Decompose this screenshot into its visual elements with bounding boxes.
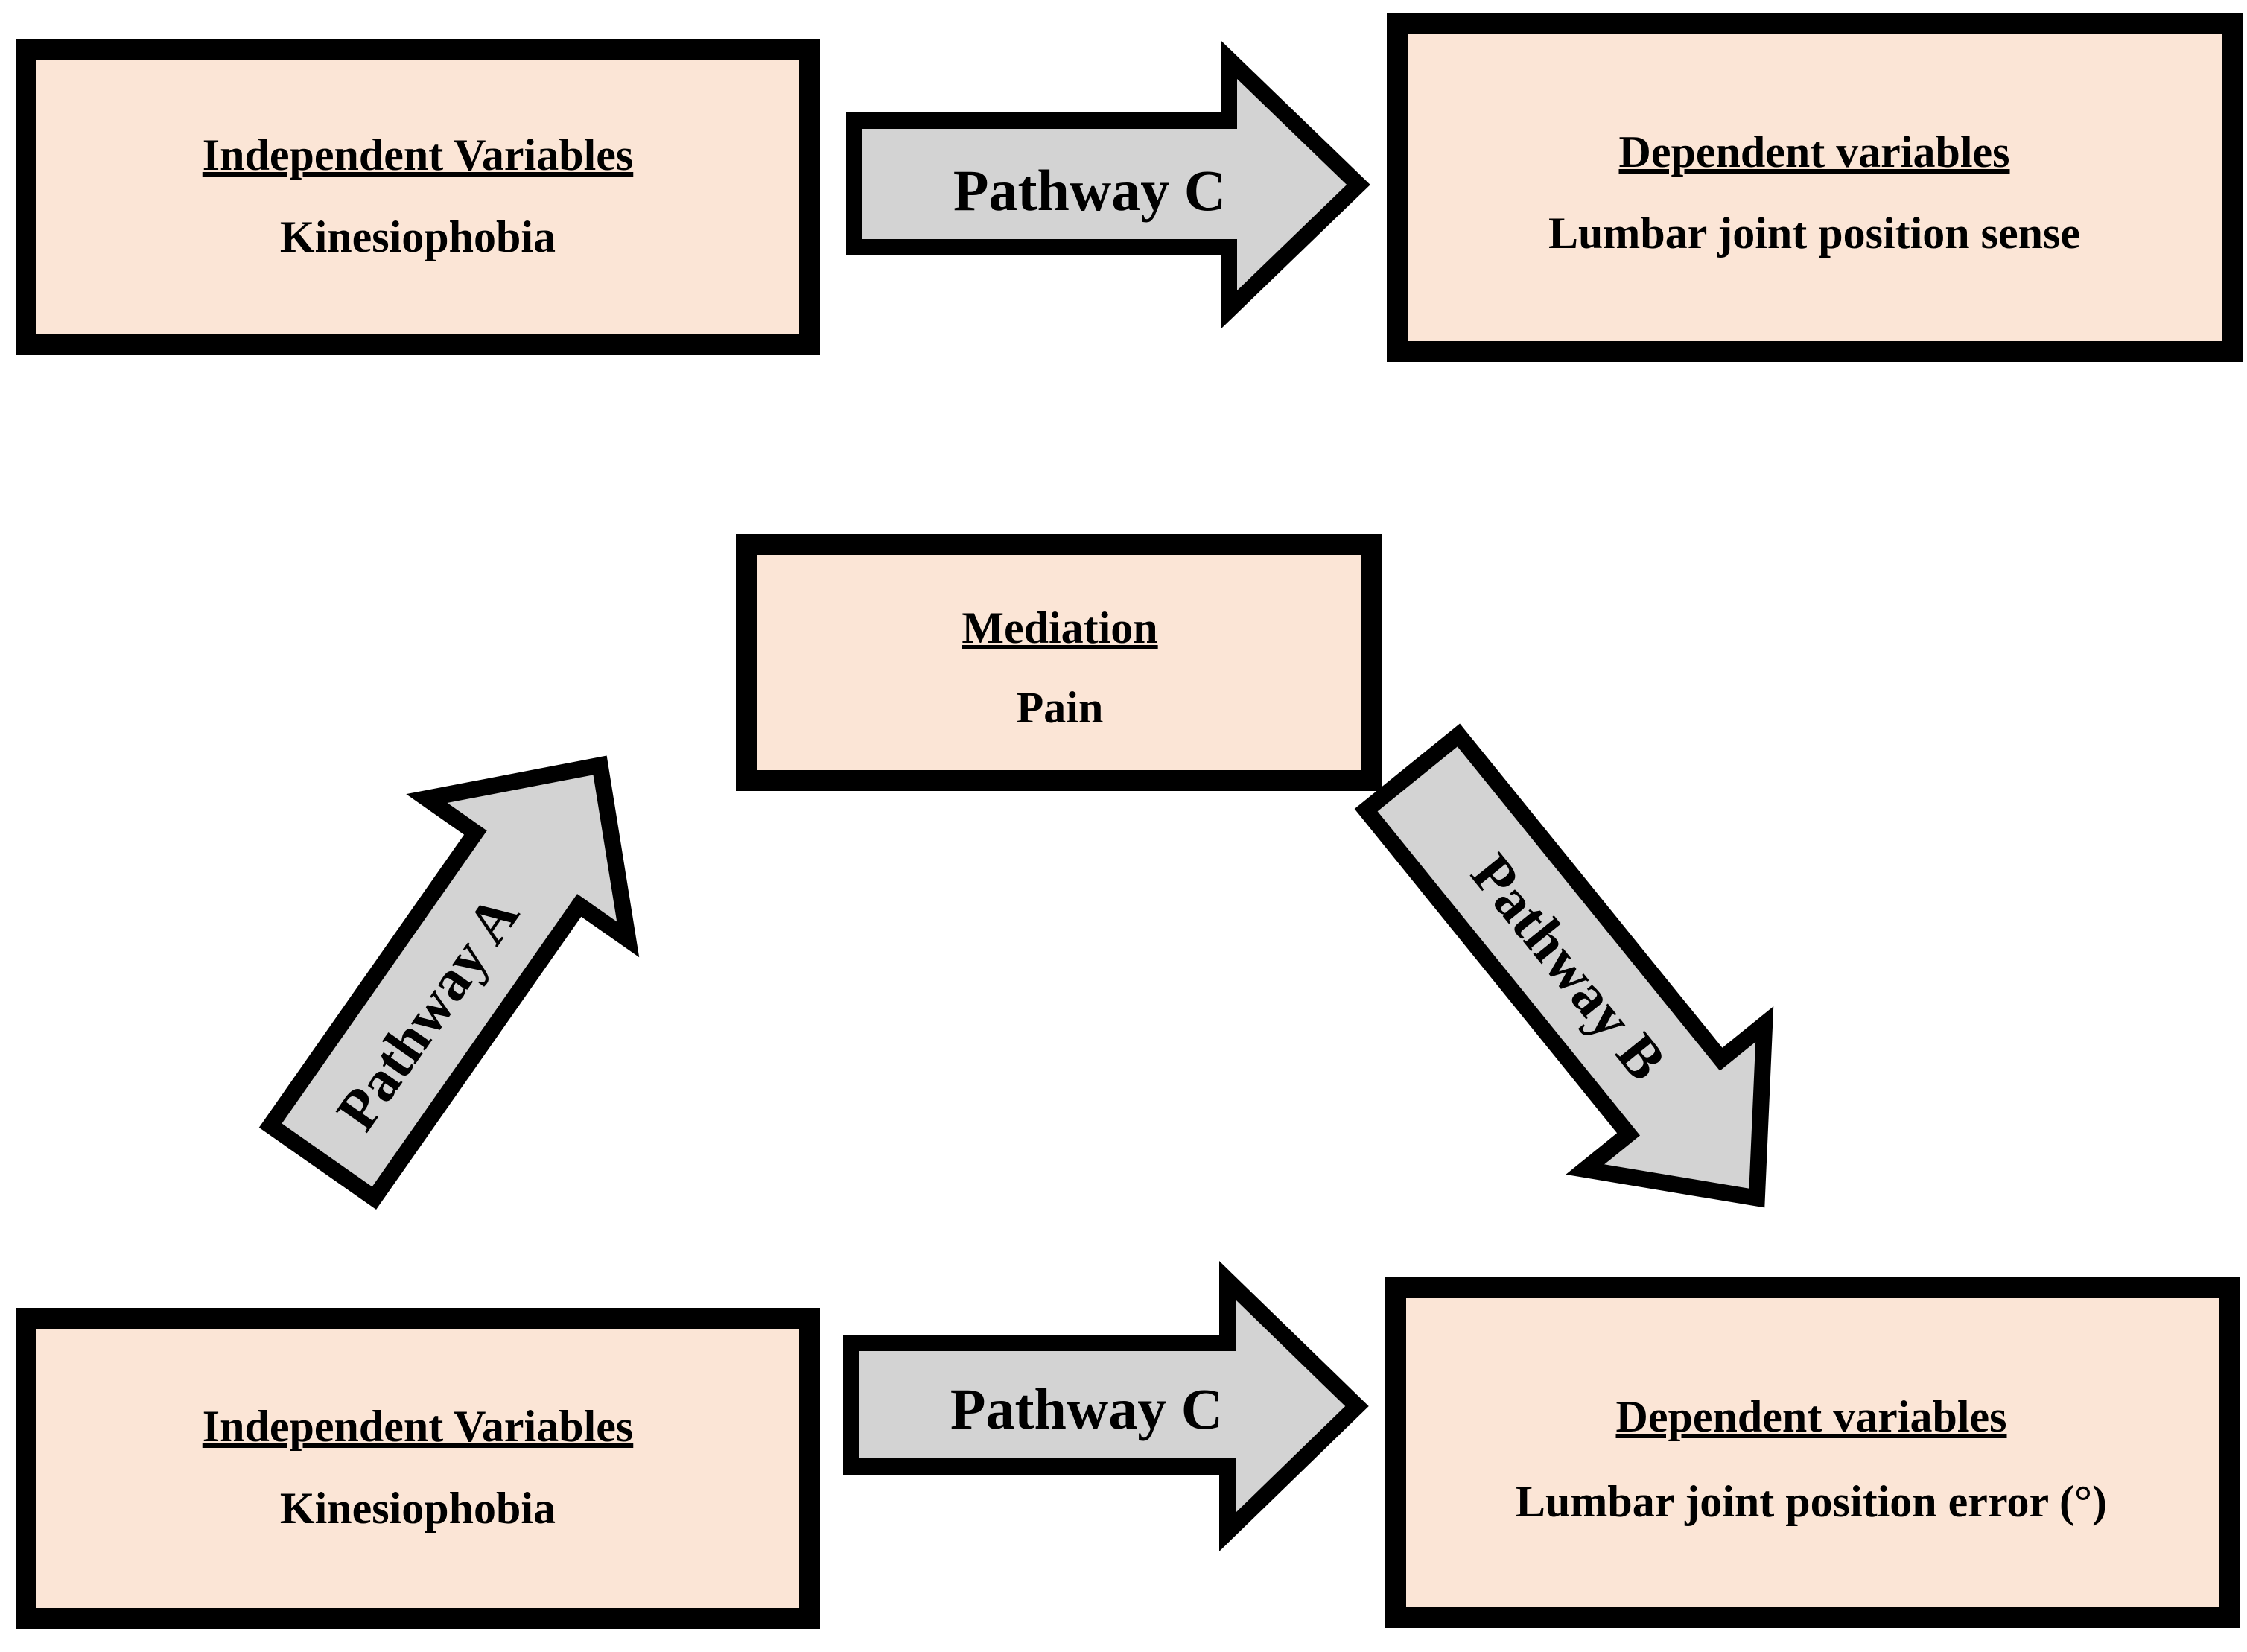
bottom-pathway-c-arrow: Pathway C: [843, 1260, 1369, 1552]
top-independent-text: Kinesiophobia: [280, 212, 556, 261]
pathway-a-arrow: Pathway A: [258, 755, 640, 1210]
bottom-dependent-title: Dependent variables: [1616, 1392, 2007, 1441]
top-dependent-title: Dependent variables: [1619, 127, 2010, 177]
top-dependent-text: Lumbar joint position sense: [1548, 209, 2080, 258]
bottom-dependent-text: Lumbar joint position error (°): [1516, 1477, 2107, 1526]
mediation-text: Pain: [1017, 683, 1104, 732]
top-dependent-box: Dependent variables Lumbar joint positio…: [1387, 13, 2243, 362]
bottom-pathway-c-label: Pathway C: [950, 1376, 1223, 1441]
mediation-title: Mediation: [962, 603, 1157, 652]
bottom-independent-box: Independent Variables Kinesiophobia: [16, 1308, 820, 1629]
mediation-box: Mediation Pain: [736, 534, 1382, 791]
bottom-independent-title: Independent Variables: [203, 1402, 634, 1451]
pathway-b-arrow: Pathway B: [1354, 723, 1774, 1208]
top-pathway-c-label: Pathway C: [953, 158, 1226, 223]
bottom-dependent-box: Dependent variables Lumbar joint positio…: [1385, 1277, 2240, 1628]
top-independent-box: Independent Variables Kinesiophobia: [16, 39, 820, 355]
bottom-independent-text: Kinesiophobia: [280, 1484, 556, 1533]
top-independent-title: Independent Variables: [203, 130, 634, 180]
top-pathway-c-arrow: Pathway C: [846, 40, 1370, 329]
